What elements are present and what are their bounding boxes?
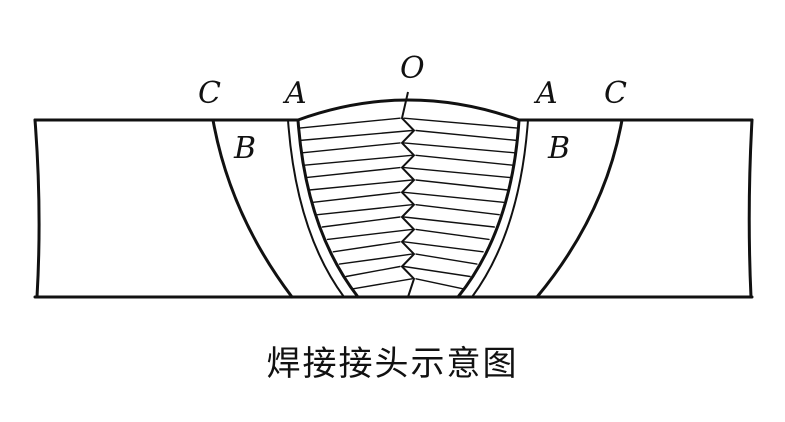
- grain-line-left: [297, 117, 401, 129]
- grain-line-left: [316, 204, 413, 216]
- grain-line-left: [302, 154, 413, 166]
- columnar-grains: [297, 117, 520, 290]
- grain-line-right: [415, 228, 490, 241]
- label-c-right: C: [604, 76, 627, 111]
- fusion-line-left: [296, 118, 360, 299]
- figure-caption: 焊接接头示意图: [266, 344, 519, 384]
- label-b-left: B: [233, 131, 256, 166]
- haz-boundary-right: [535, 118, 624, 299]
- grain-line-right: [403, 191, 505, 203]
- grain-line-left: [308, 179, 413, 191]
- fusion-line-left-inner: [287, 119, 345, 298]
- grain-line-right: [403, 142, 517, 154]
- label-a-left: A: [282, 76, 307, 111]
- grain-line-left: [300, 142, 401, 154]
- grain-line-right: [415, 278, 464, 290]
- grain-line-left: [345, 265, 401, 278]
- weld-crown: [296, 98, 521, 122]
- grain-line-right: [415, 154, 515, 166]
- fusion-line-right: [456, 118, 521, 299]
- label-o: O: [400, 51, 425, 86]
- grain-line-left: [338, 253, 413, 265]
- fusion-line-right-inner: [471, 119, 529, 298]
- grain-line-left: [305, 166, 401, 179]
- grain-line-right: [403, 216, 495, 228]
- plate-left-end: [33, 118, 41, 299]
- grain-line-left: [352, 278, 413, 290]
- grain-line-left: [332, 241, 401, 253]
- grain-line-left: [321, 216, 401, 228]
- label-b-right: B: [547, 131, 570, 166]
- grain-line-right: [415, 253, 478, 265]
- grain-line-left: [298, 129, 413, 142]
- grain-line-right: [403, 265, 471, 278]
- grain-line-right: [403, 166, 512, 179]
- grain-line-right: [415, 204, 500, 216]
- label-c-left: C: [198, 76, 221, 111]
- grain-line-right: [415, 129, 519, 142]
- grain-line-right: [403, 117, 520, 129]
- weld-centerline: [401, 91, 415, 298]
- label-a-right: A: [533, 76, 558, 111]
- grain-line-right: [403, 241, 484, 253]
- grain-line-left: [326, 228, 413, 241]
- grain-line-right: [415, 179, 509, 191]
- haz-boundary-left: [211, 118, 294, 299]
- plate-right-end: [747, 118, 754, 299]
- grain-line-left: [312, 191, 401, 203]
